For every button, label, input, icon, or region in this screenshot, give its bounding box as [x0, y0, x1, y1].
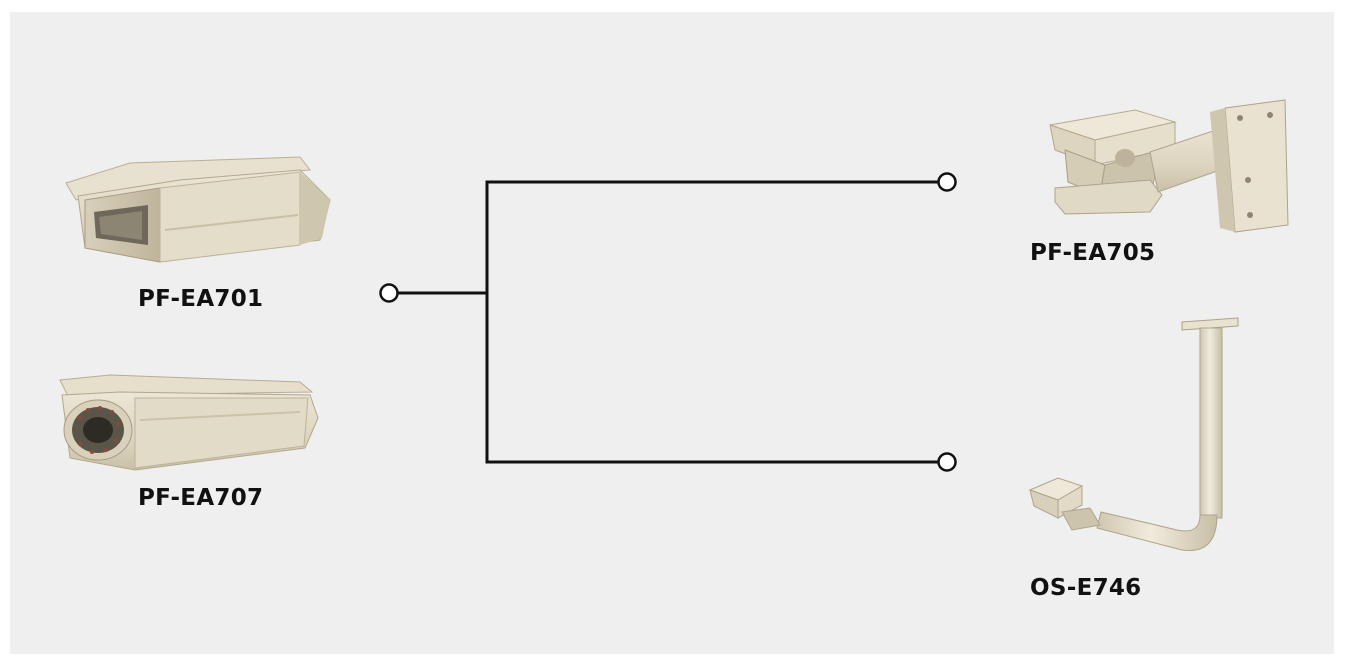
connector-lines — [398, 182, 938, 462]
pf-ea707-housing-image — [60, 375, 318, 470]
node-left — [381, 285, 398, 302]
pf-ea705-bracket-image — [1050, 100, 1288, 232]
pf-ea707-label: PF-EA707 — [138, 485, 263, 511]
os-e746-label: OS-E746 — [1030, 575, 1142, 601]
pf-ea701-housing-image — [66, 157, 330, 262]
node-bottom-right — [939, 454, 956, 471]
pf-ea701-label: PF-EA701 — [138, 286, 263, 312]
node-top-right — [939, 174, 956, 191]
pf-ea705-label: PF-EA705 — [1030, 240, 1155, 266]
os-e746-mount-image — [1030, 318, 1238, 551]
